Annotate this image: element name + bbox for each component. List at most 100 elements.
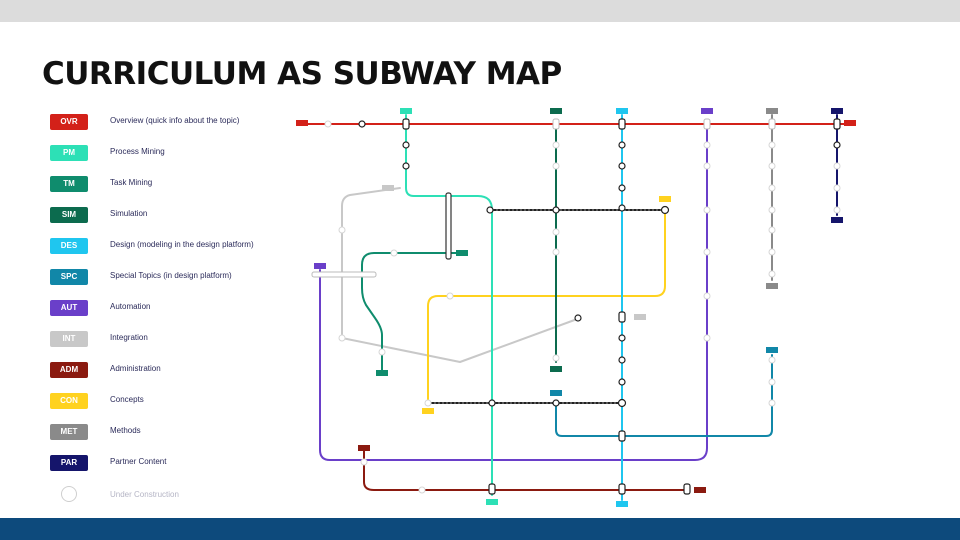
legend-label-ovr: Overview (quick info about the topic) <box>110 116 240 125</box>
interchange-station <box>618 311 626 323</box>
line-tag-aut-2 <box>314 263 326 269</box>
station-under-construction <box>833 206 841 214</box>
legend-item-ovr: OVR Overview (quick info about the topic… <box>50 114 290 132</box>
legend-item-adm: ADM Administration <box>50 362 290 380</box>
legend-badge-con: CON <box>50 393 88 409</box>
legend-label-par: Partner Content <box>110 457 167 466</box>
legend-item-spc: SPC Special Topics (in design platform) <box>50 269 290 287</box>
legend-item-par: PAR Partner Content <box>50 455 290 473</box>
interchange-station-under-construction <box>703 118 711 130</box>
line-tag-sim <box>550 108 562 114</box>
station-under-construction <box>338 226 346 234</box>
interchange-station <box>402 118 410 130</box>
station <box>617 398 627 408</box>
legend-badge-ovr: OVR <box>50 114 88 130</box>
legend-item-int: INT Integration <box>50 331 290 349</box>
station-under-construction <box>768 356 776 364</box>
legend-label-sim: Simulation <box>110 209 148 218</box>
line-tag-con-end <box>422 408 434 414</box>
line-tag-des-end <box>616 501 628 507</box>
legend-item-met: MET Methods <box>50 424 290 442</box>
legend-badge-par: PAR <box>50 455 88 471</box>
legend-label-spc: Special Topics (in design platform) <box>110 271 232 280</box>
legend-item-con: CON Concepts <box>50 393 290 411</box>
station <box>618 356 626 364</box>
station-under-construction <box>768 141 776 149</box>
station-under-construction <box>552 141 560 149</box>
interchange-station-under-construction <box>552 118 560 130</box>
legend-badge-int: INT <box>50 331 88 347</box>
legend-badge-des: DES <box>50 238 88 254</box>
station <box>574 314 582 322</box>
station-under-construction <box>768 378 776 386</box>
station <box>833 141 841 149</box>
station-under-construction <box>552 162 560 170</box>
transfer-bar-horizontal <box>311 271 377 278</box>
station <box>618 162 626 170</box>
station-under-construction <box>552 248 560 256</box>
legend-item-sim: SIM Simulation <box>50 207 290 225</box>
station-under-construction <box>360 458 368 466</box>
line-task-mining <box>361 252 461 371</box>
legend-label-met: Methods <box>110 426 141 435</box>
line-tag-par <box>831 108 843 114</box>
station <box>552 399 560 407</box>
station <box>358 120 366 128</box>
station <box>660 205 670 215</box>
station <box>618 184 626 192</box>
station-under-construction <box>768 162 776 170</box>
line-tag-int <box>382 185 394 191</box>
line-tag-pm-end <box>486 499 498 505</box>
line-tag-adm <box>358 445 370 451</box>
station <box>552 206 560 214</box>
line-tag-tm-end <box>376 370 388 376</box>
interchange-station <box>618 430 626 442</box>
line-process-mining <box>405 114 493 496</box>
station-under-construction <box>833 184 841 192</box>
legend-item-des: DES Design (modeling in the design platf… <box>50 238 290 256</box>
legend-badge-sim: SIM <box>50 207 88 223</box>
interchange-station <box>618 118 626 130</box>
station <box>618 141 626 149</box>
station-under-construction <box>703 162 711 170</box>
legend-badge-spc: SPC <box>50 269 88 285</box>
line-special-topics <box>555 354 773 437</box>
line-tag-con <box>659 196 671 202</box>
line-tag-des <box>616 108 628 114</box>
legend-label-under-construction: Under Construction <box>110 490 179 499</box>
station <box>618 378 626 386</box>
line-tag-met <box>766 108 778 114</box>
top-bar <box>0 0 960 22</box>
subway-map <box>290 100 930 515</box>
legend-label-con: Concepts <box>110 395 144 404</box>
subway-map-graphic <box>296 108 856 507</box>
line-tag-adm-end <box>694 487 706 493</box>
station-under-construction <box>833 162 841 170</box>
interchange-station-under-construction <box>768 118 776 130</box>
legend-label-tm: Task Mining <box>110 178 153 187</box>
line-tag-pm <box>400 108 412 114</box>
legend-label-adm: Administration <box>110 364 161 373</box>
station-under-construction <box>552 228 560 236</box>
transfer-bar-left <box>445 192 452 260</box>
station <box>402 141 410 149</box>
legend-label-aut: Automation <box>110 302 151 311</box>
line-tag-tm <box>456 250 468 256</box>
legend-item-under-construction: Under Construction <box>50 486 290 506</box>
slide-title: CURRICULUM AS SUBWAY MAP <box>42 56 562 92</box>
station-under-construction <box>703 292 711 300</box>
station-under-construction <box>768 399 776 407</box>
legend-badge-met: MET <box>50 424 88 440</box>
station-under-construction <box>390 249 398 257</box>
legend-label-pm: Process Mining <box>110 147 165 156</box>
line-tag-int-2 <box>634 314 646 320</box>
line-tag-spc-start <box>550 390 562 396</box>
interchange-station <box>618 483 626 495</box>
line-tag-par-end <box>831 217 843 223</box>
station <box>486 206 494 214</box>
station-under-construction <box>418 486 426 494</box>
interchange-station <box>488 483 496 495</box>
station-under-construction <box>768 206 776 214</box>
station-under-construction <box>424 399 432 407</box>
station <box>488 399 496 407</box>
